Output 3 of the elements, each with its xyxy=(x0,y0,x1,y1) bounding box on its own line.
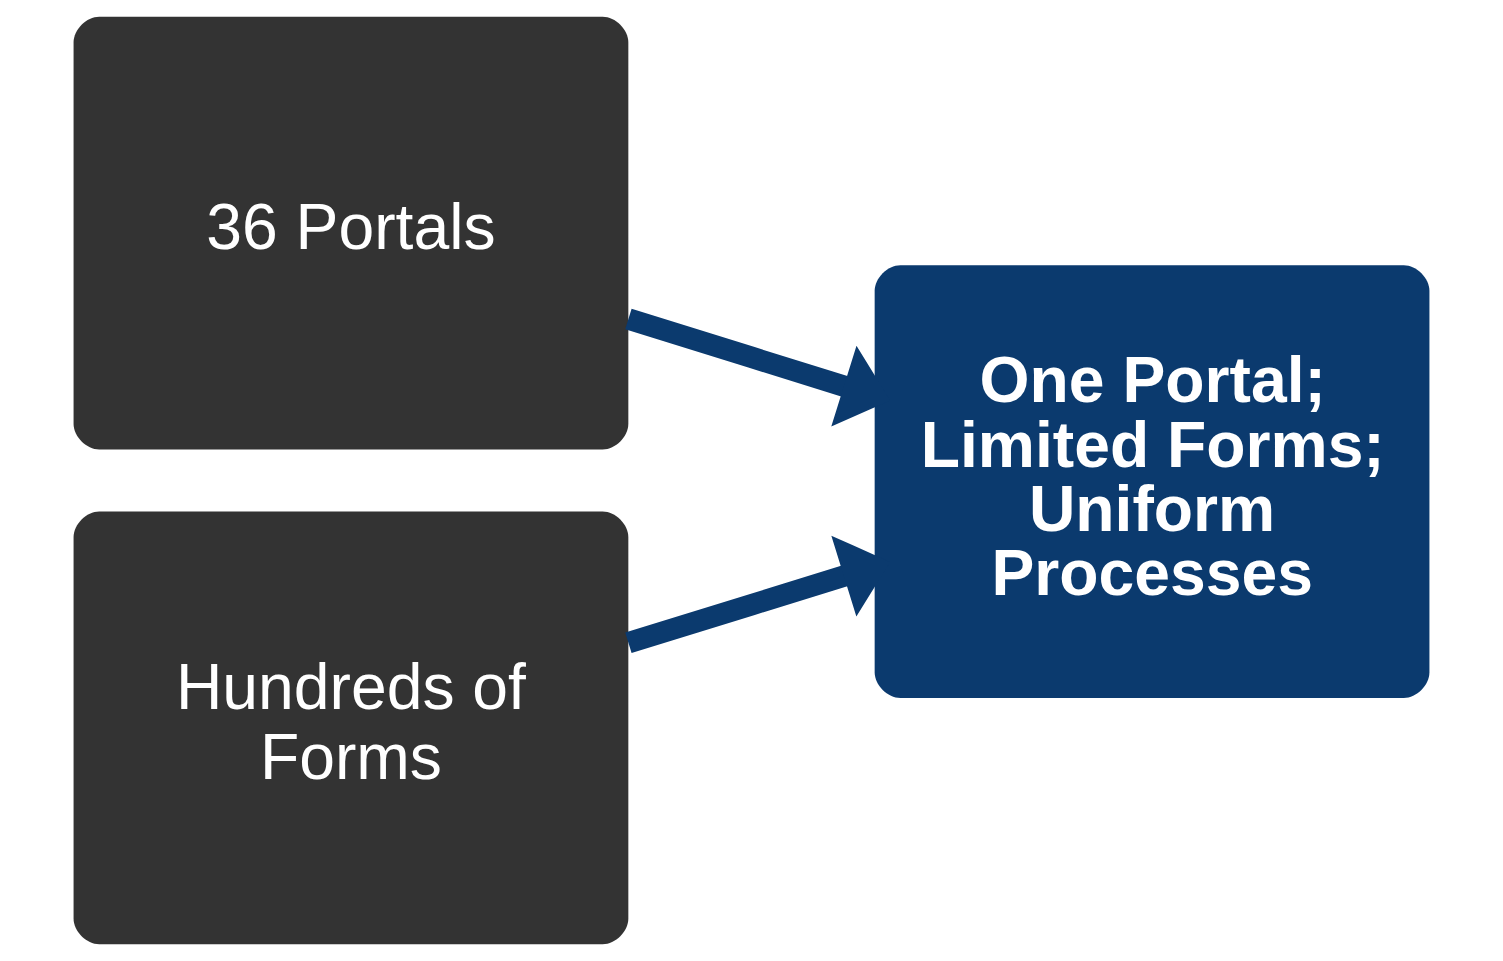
node-box: 36 Portals xyxy=(73,16,629,450)
node-box: One Portal; Limited Forms; Uniform Processes xyxy=(874,265,1430,698)
node-box: Hundreds of Forms xyxy=(73,511,629,945)
